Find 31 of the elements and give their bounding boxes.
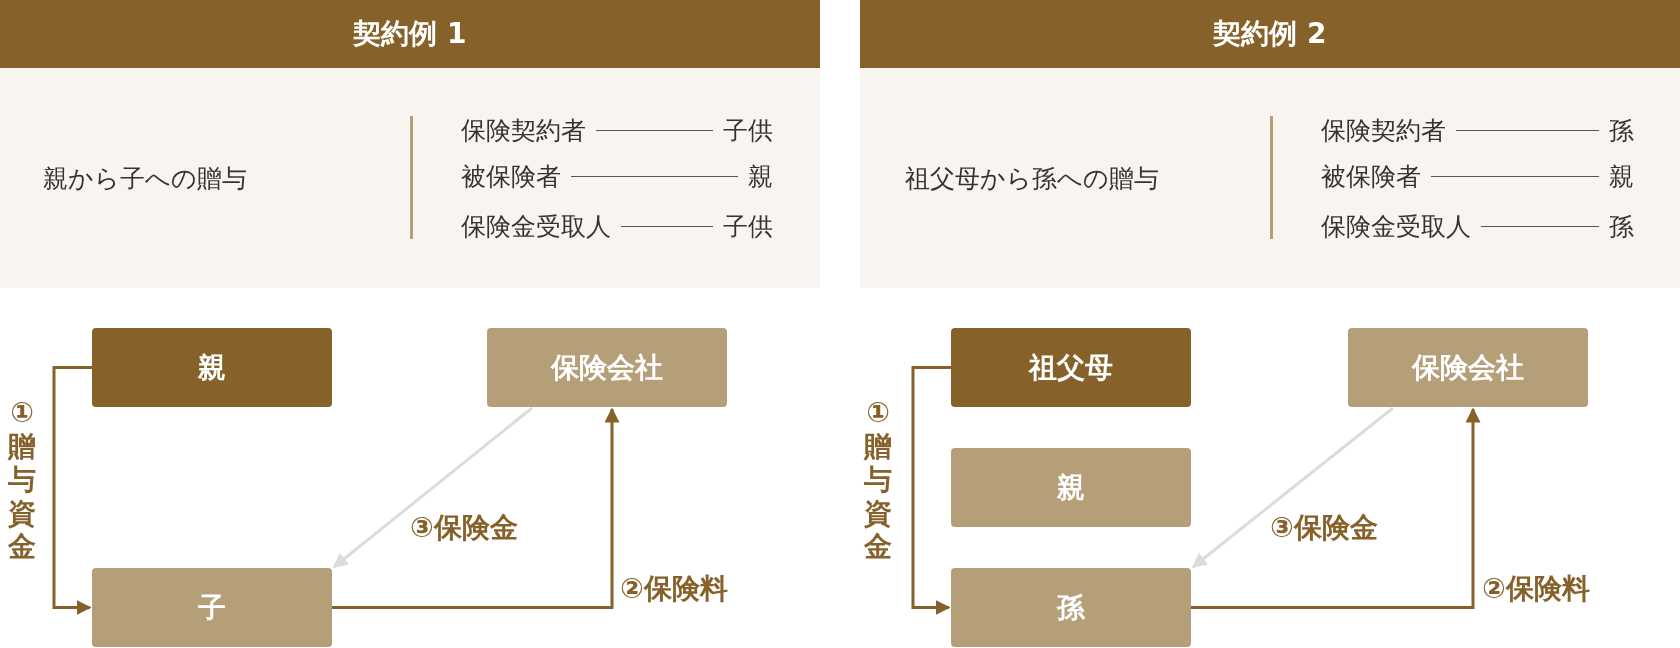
role-value: 親 [748, 161, 773, 193]
edge-label: ②保険料 [1482, 573, 1590, 606]
arrow [52, 366, 92, 615]
role-value: 親 [1609, 161, 1634, 193]
person-box: 親 [951, 448, 1191, 527]
arrow [911, 366, 951, 615]
arrow [1191, 406, 1394, 569]
edge-label: ③保険金 [1270, 512, 1378, 545]
role-label: 保険契約者 [461, 115, 586, 147]
role-value: 子供 [723, 115, 773, 147]
arrow [332, 406, 533, 569]
edge-label: ②保険料 [620, 573, 728, 606]
edge-label: ③保険金 [410, 512, 518, 545]
heading-band: 契約例 1 [0, 0, 820, 68]
person-box: 孫 [951, 568, 1191, 647]
role-label: 保険金受取人 [1321, 211, 1471, 243]
role-label: 被保険者 [1321, 161, 1421, 193]
role-value: 孫 [1609, 115, 1634, 147]
role-value: 子供 [723, 211, 773, 243]
company-box: 保険会社 [487, 328, 727, 407]
company-box: 保険会社 [1348, 328, 1588, 407]
role-label: 保険契約者 [1321, 115, 1446, 147]
person-box: 祖父母 [951, 328, 1191, 407]
role-label: 保険金受取人 [461, 211, 611, 243]
person-box: 子 [92, 568, 332, 647]
role-label: 被保険者 [461, 161, 561, 193]
heading-band: 契約例 2 [860, 0, 1680, 68]
role-value: 孫 [1609, 211, 1634, 243]
arrow [1191, 407, 1481, 609]
arrow [332, 407, 620, 609]
person-box: 親 [92, 328, 332, 407]
